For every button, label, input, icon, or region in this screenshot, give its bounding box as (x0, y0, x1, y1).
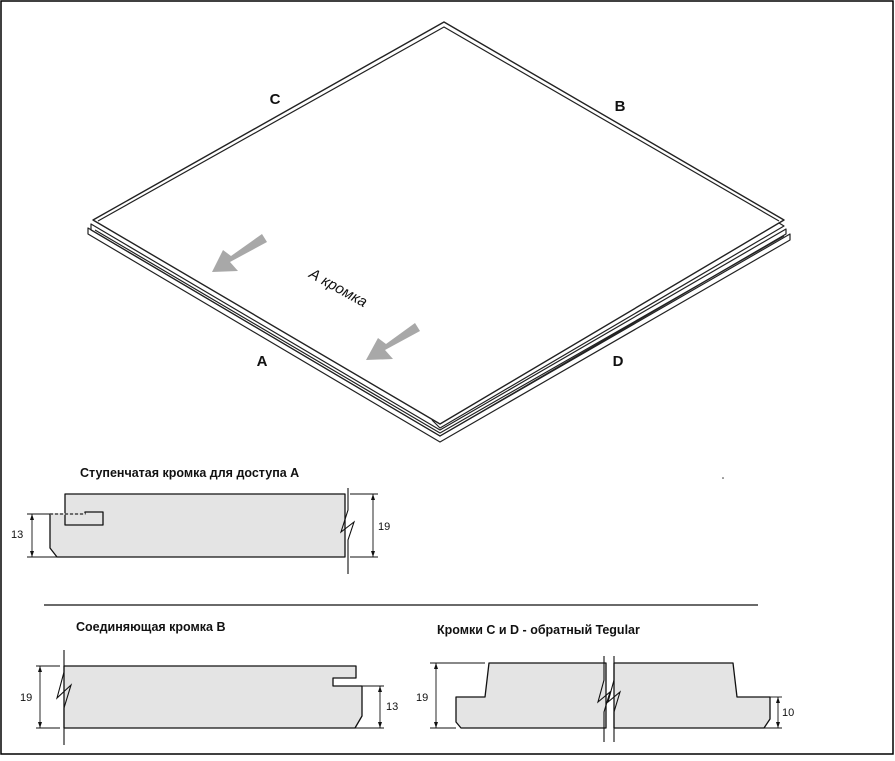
dim-tegular-left: 19 (416, 692, 428, 704)
edge-label-a: A (257, 353, 268, 370)
arrow-icon (366, 323, 420, 360)
dim-step-right: 19 (378, 521, 390, 533)
dim-connecting-right: 13 (386, 701, 398, 713)
step-edge-title: Ступенчатая кромка для доступа А (80, 466, 299, 480)
panel-groove-line (94, 229, 785, 434)
panel-top-inner-edge (97, 26, 780, 222)
ceiling-panel-3d: C B A D А кромка (87, 21, 791, 443)
edge-label-c: C (270, 91, 281, 108)
panel-middle-slab (90, 223, 787, 437)
connecting-edge-title: Соединяющая кромка В (76, 620, 226, 634)
reverse-tegular-profile (430, 656, 782, 742)
arrow-icon (212, 234, 267, 272)
dim-step-left: 13 (11, 529, 23, 541)
reverse-tegular-title: Кромки C и D - обратный Tegular (437, 623, 640, 637)
connecting-edge-profile (36, 650, 384, 745)
edge-label-d: D (613, 353, 624, 370)
edge-label-b: B (615, 98, 626, 115)
dim-tegular-right: 10 (782, 707, 794, 719)
panel-front-step (431, 222, 785, 429)
panel-top-face (92, 21, 785, 425)
stray-dot (722, 477, 724, 479)
step-edge-profile (27, 488, 378, 574)
dim-connecting-left: 19 (20, 692, 32, 704)
